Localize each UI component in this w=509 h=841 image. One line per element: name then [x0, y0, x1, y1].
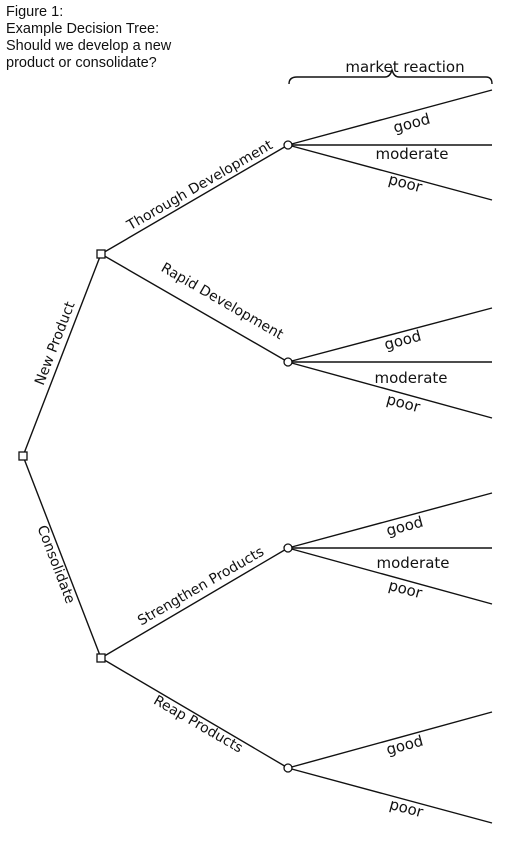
- edge-strengthen-good: [287, 492, 493, 549]
- edge-thorough-development: [100, 144, 289, 255]
- edge-reap-good: [287, 711, 493, 769]
- figure-title-line-1: Example Decision Tree:: [6, 21, 160, 37]
- outcome-strengthen-moderate: moderate: [376, 554, 449, 572]
- outcome-thorough-moderate: moderate: [375, 145, 448, 163]
- edge-thorough-good: [287, 89, 493, 146]
- figure-caption: Figure 1: Example Decision Tree: Should …: [6, 4, 171, 72]
- market-reaction-label: market reaction: [345, 58, 464, 76]
- chance-node-thorough: [283, 140, 293, 150]
- label-new-product: New Product: [32, 299, 79, 387]
- outcome-thorough-poor: poor: [387, 170, 425, 196]
- decision-node-root: [18, 451, 28, 461]
- outcome-reap-good: good: [384, 732, 425, 759]
- outcome-strengthen-good: good: [384, 513, 425, 540]
- market-reaction-brace: [288, 67, 493, 85]
- outcome-strengthen-poor: poor: [387, 576, 425, 602]
- figure-label: Figure 1:: [6, 4, 64, 20]
- edge-strengthen-products: [100, 547, 289, 659]
- edge-reap-products: [100, 657, 289, 769]
- chance-node-strengthen: [283, 543, 293, 553]
- figure-title-line-2: Should we develop a new: [6, 38, 172, 54]
- chance-node-reap: [283, 763, 293, 773]
- outcome-rapid-poor: poor: [385, 390, 423, 416]
- edge-strengthen-poor: [287, 547, 493, 605]
- edge-new-product: [22, 253, 102, 457]
- label-strengthen-products: Strengthen Products: [135, 544, 267, 629]
- edge-rapid-good: [287, 307, 493, 363]
- edge-rapid-development: [100, 253, 289, 363]
- chance-node-rapid: [283, 357, 293, 367]
- outcome-reap-poor: poor: [388, 795, 426, 821]
- label-consolidate: Consolidate: [33, 523, 77, 606]
- edge-thorough-poor: [287, 144, 493, 201]
- figure-title-line-3: product or consolidate?: [6, 55, 157, 71]
- decision-node-new-product: [96, 249, 106, 259]
- decision-node-consolidate: [96, 653, 106, 663]
- label-rapid-development: Rapid Development: [158, 260, 286, 343]
- edge-consolidate: [22, 455, 102, 659]
- label-reap-products: Reap Products: [151, 693, 246, 757]
- edge-rapid-poor: [287, 361, 493, 419]
- outcome-rapid-good: good: [382, 327, 423, 354]
- outcome-thorough-good: good: [391, 110, 432, 137]
- outcome-rapid-moderate: moderate: [374, 369, 447, 387]
- label-thorough-development: Thorough Development: [124, 137, 276, 234]
- edge-reap-poor: [287, 767, 493, 824]
